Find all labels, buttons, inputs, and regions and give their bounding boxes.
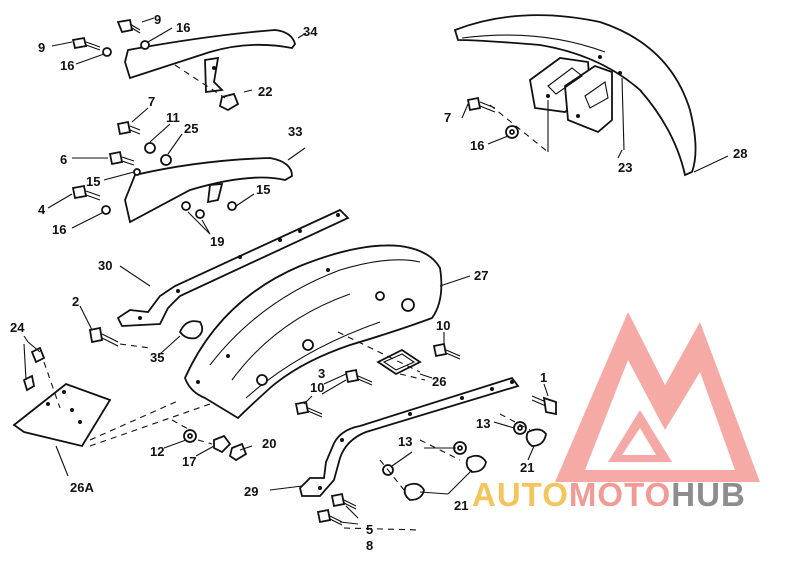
part-label-7-mid: 7 bbox=[148, 94, 155, 109]
logo-triangle-icon bbox=[555, 312, 760, 482]
washer-16-upper bbox=[140, 40, 150, 50]
nut-19-a bbox=[181, 201, 191, 211]
part-label-2: 2 bbox=[72, 294, 79, 309]
lock-washer-17 bbox=[213, 434, 232, 454]
bolt-4 bbox=[71, 184, 101, 201]
part-label-16-top: 16 bbox=[176, 20, 190, 35]
license-plate-26a bbox=[12, 382, 112, 448]
part-label-11: 11 bbox=[166, 110, 180, 125]
bolt-5 bbox=[330, 492, 357, 510]
part-label-9-top: 9 bbox=[154, 12, 161, 27]
part-label-26: 26 bbox=[432, 374, 446, 389]
acorn-nut-21-upper bbox=[465, 454, 487, 473]
trim-strip-33 bbox=[124, 147, 306, 224]
nut-11 bbox=[144, 142, 156, 154]
part-label-24: 24 bbox=[10, 320, 25, 335]
part-label-6: 6 bbox=[60, 152, 67, 167]
part-label-19: 19 bbox=[210, 234, 224, 249]
trim-strip-34 bbox=[124, 29, 307, 94]
part-label-9-left: 9 bbox=[38, 40, 45, 55]
part-label-21-right: 21 bbox=[520, 460, 534, 475]
part-label-7-right: 7 bbox=[444, 110, 451, 125]
part-label-27: 27 bbox=[474, 268, 488, 283]
part-label-13-right: 13 bbox=[476, 416, 490, 431]
part-label-16-mid: 16 bbox=[52, 222, 66, 237]
bolt-10-upper bbox=[432, 342, 461, 360]
part-label-25: 25 bbox=[184, 121, 198, 136]
watermark-moto: MOTO bbox=[568, 476, 672, 513]
part-label-16-right: 16 bbox=[470, 138, 484, 153]
part-label-15-left: 15 bbox=[86, 174, 100, 189]
nut-19-b bbox=[195, 209, 205, 219]
part-label-17: 17 bbox=[182, 454, 196, 469]
front-fender-28 bbox=[453, 14, 729, 177]
part-label-3: 3 bbox=[318, 366, 325, 381]
part-label-22: 22 bbox=[258, 84, 272, 99]
part-label-10-upper: 10 bbox=[436, 318, 450, 333]
leader-lines bbox=[23, 17, 623, 525]
fender-support-29 bbox=[299, 376, 520, 497]
watermark-auto: AUTO bbox=[472, 476, 569, 513]
fender-support-30 bbox=[116, 208, 350, 327]
washer-15-right bbox=[227, 201, 237, 211]
nut-20 bbox=[228, 442, 248, 462]
part-label-26a: 26A bbox=[70, 480, 94, 495]
part-label-20: 20 bbox=[262, 436, 276, 451]
rivet-24 bbox=[22, 346, 46, 392]
part-label-13-mid: 13 bbox=[398, 434, 412, 449]
bolt-8 bbox=[316, 508, 343, 526]
bolt-9-upper bbox=[116, 18, 141, 34]
part-label-34: 34 bbox=[303, 24, 318, 39]
part-label-8: 8 bbox=[366, 538, 373, 553]
rear-fender-27 bbox=[184, 244, 471, 420]
part-label-21-lower: 21 bbox=[454, 498, 468, 513]
bolt-7-mid bbox=[116, 120, 141, 136]
clamp-35 bbox=[178, 320, 204, 340]
washer-16-left bbox=[102, 47, 112, 57]
part-label-1: 1 bbox=[540, 370, 547, 385]
part-label-35: 35 bbox=[150, 350, 164, 365]
part-label-29: 29 bbox=[244, 484, 258, 499]
part-label-12: 12 bbox=[150, 444, 164, 459]
bolt-2 bbox=[88, 326, 119, 347]
bolt-1 bbox=[531, 395, 557, 416]
bolt-3 bbox=[344, 368, 373, 386]
part-label-10-lower: 10 bbox=[310, 380, 324, 395]
part-label-16-left: 16 bbox=[60, 58, 74, 73]
part-label-15-right: 15 bbox=[256, 182, 270, 197]
watermark-text: AUTOMOTOHUB bbox=[472, 478, 746, 511]
bolt-9-left bbox=[71, 36, 101, 51]
bolt-10-lower bbox=[294, 400, 323, 418]
part-label-23: 23 bbox=[618, 160, 632, 175]
bolt-6 bbox=[108, 150, 135, 166]
acorn-nut-21-lower bbox=[403, 482, 425, 501]
part-label-33: 33 bbox=[288, 124, 302, 139]
nut-25 bbox=[160, 154, 172, 166]
part-label-4: 4 bbox=[38, 202, 46, 217]
part-label-5: 5 bbox=[366, 522, 373, 537]
bolt-7-right bbox=[466, 96, 496, 113]
acorn-nut-21-right bbox=[525, 428, 547, 447]
part-label-28: 28 bbox=[733, 146, 747, 161]
watermark-hub: HUB bbox=[671, 476, 746, 513]
part-label-30: 30 bbox=[98, 258, 112, 273]
washer-15-left bbox=[133, 168, 141, 176]
